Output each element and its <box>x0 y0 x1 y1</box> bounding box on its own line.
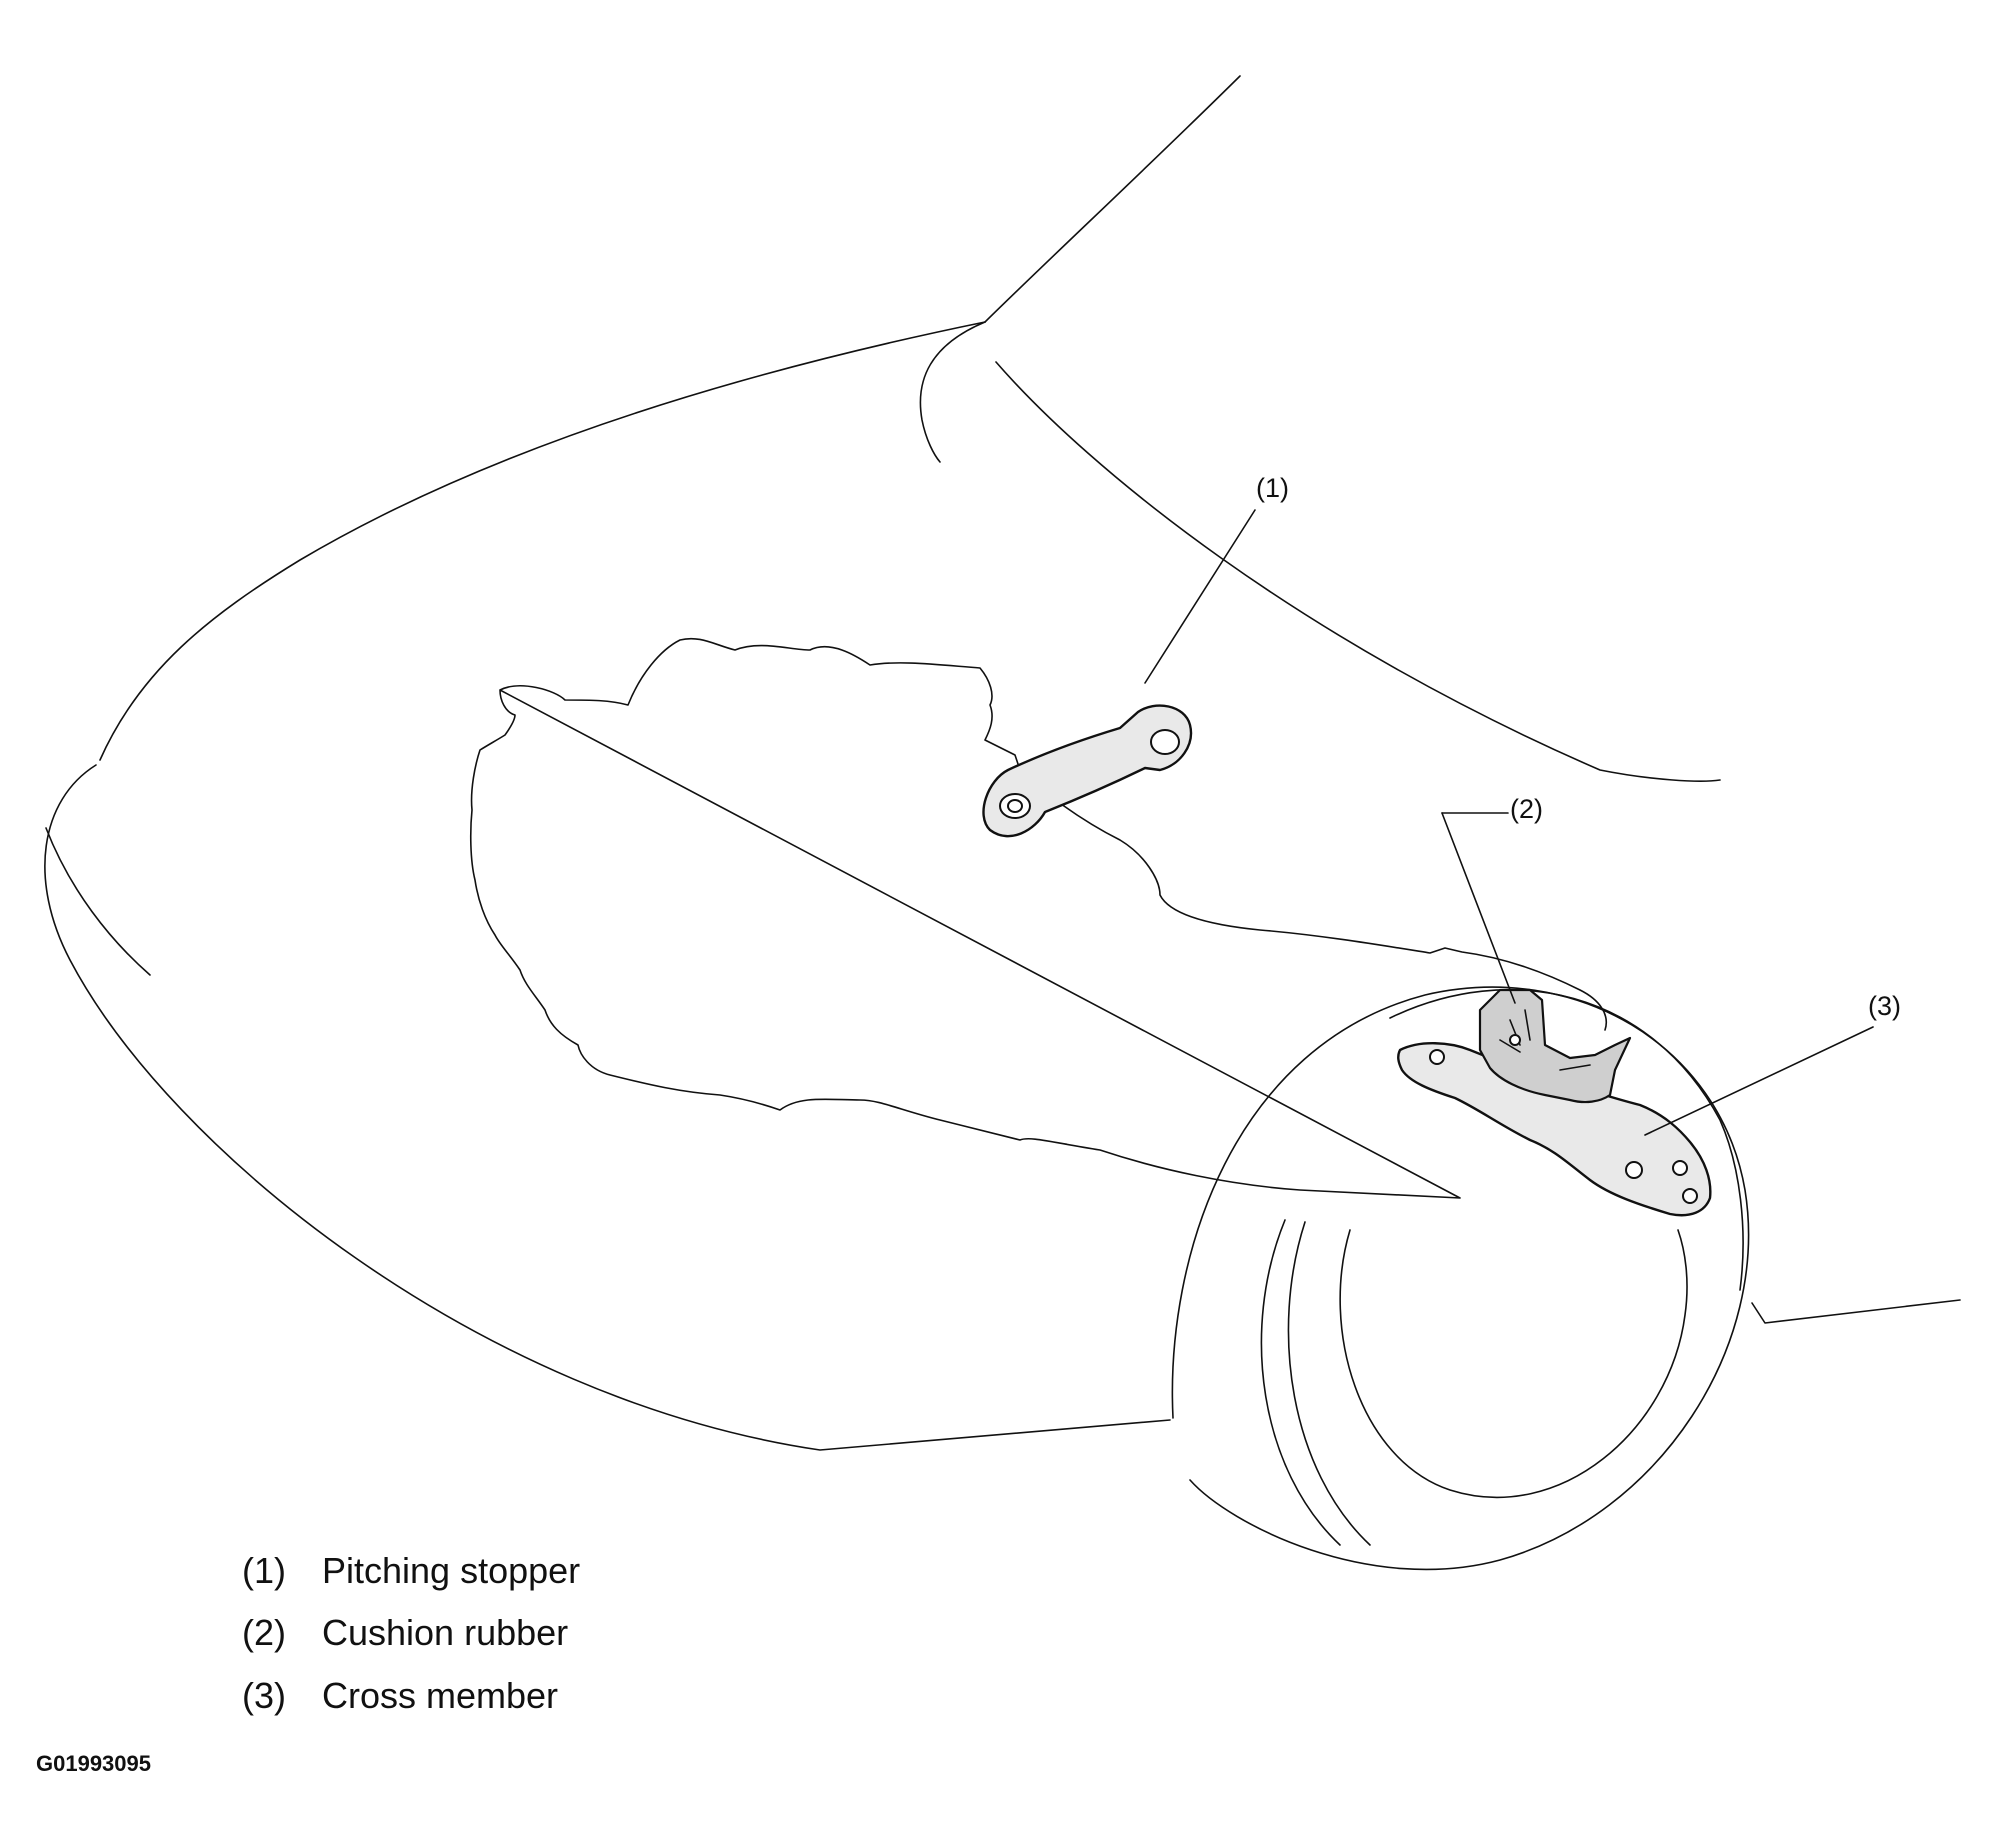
cushion-rubber-detail <box>1499 1009 1591 1071</box>
callout-label-1: (1) <box>1256 473 1289 503</box>
pitching-stopper-eye-lower-bore <box>1007 799 1023 813</box>
cushion-rubber-bolt <box>1509 1034 1521 1046</box>
pitching-stopper-eye-upper <box>1150 729 1180 755</box>
vehicle-body-outline <box>44 75 1961 1451</box>
fender-crease <box>45 827 151 976</box>
hood-top-edge <box>99 321 986 761</box>
figure-code: G01993095 <box>36 1751 151 1776</box>
tire-outer <box>1171 986 1750 1571</box>
wheel-arch <box>1389 988 1744 1291</box>
cross-member-bolt-hole-right-3 <box>1682 1188 1698 1204</box>
callout-label-3: (3) <box>1868 991 1901 1021</box>
legend-number-1: (1) <box>242 1550 286 1591</box>
cushion-rubber <box>1478 988 1632 1104</box>
tire-tread-1 <box>1260 1219 1341 1546</box>
bumper-lower-curve <box>44 764 1171 1451</box>
callout-label-2: (2) <box>1510 794 1543 824</box>
rim-inner <box>1339 1229 1688 1499</box>
cowl-corner <box>919 321 986 463</box>
pitching-stopper-arm <box>982 704 1193 838</box>
engine-silhouette <box>469 637 1607 1199</box>
legend-number-3: (3) <box>242 1675 286 1716</box>
legend: (1) Pitching stopper (2) Cushion rubber … <box>242 1550 580 1716</box>
cross-member-bolt-hole-right-1 <box>1625 1161 1643 1179</box>
pitching-stopper <box>982 704 1193 838</box>
cross-member-bolt-hole-left <box>1429 1049 1445 1065</box>
callout-leaders <box>1144 509 1874 1136</box>
leader-line-1 <box>1144 509 1256 684</box>
cross-member-bolt-hole-right-2 <box>1672 1160 1688 1176</box>
cross-member-assembly <box>1397 988 1712 1217</box>
tire-tread-2 <box>1287 1221 1371 1546</box>
legend-text-3: Cross member <box>322 1675 558 1716</box>
leader-line-2b <box>1441 812 1516 1004</box>
legend-text-2: Cushion rubber <box>322 1612 568 1653</box>
legend-text-1: Pitching stopper <box>322 1550 580 1591</box>
legend-number-2: (2) <box>242 1612 286 1653</box>
windshield-line <box>984 75 1241 323</box>
leader-line-3 <box>1644 1026 1874 1136</box>
hood-rear-edge <box>995 361 1721 782</box>
wheel-tire <box>1171 986 1750 1571</box>
fender-rear-line <box>1751 1299 1961 1324</box>
